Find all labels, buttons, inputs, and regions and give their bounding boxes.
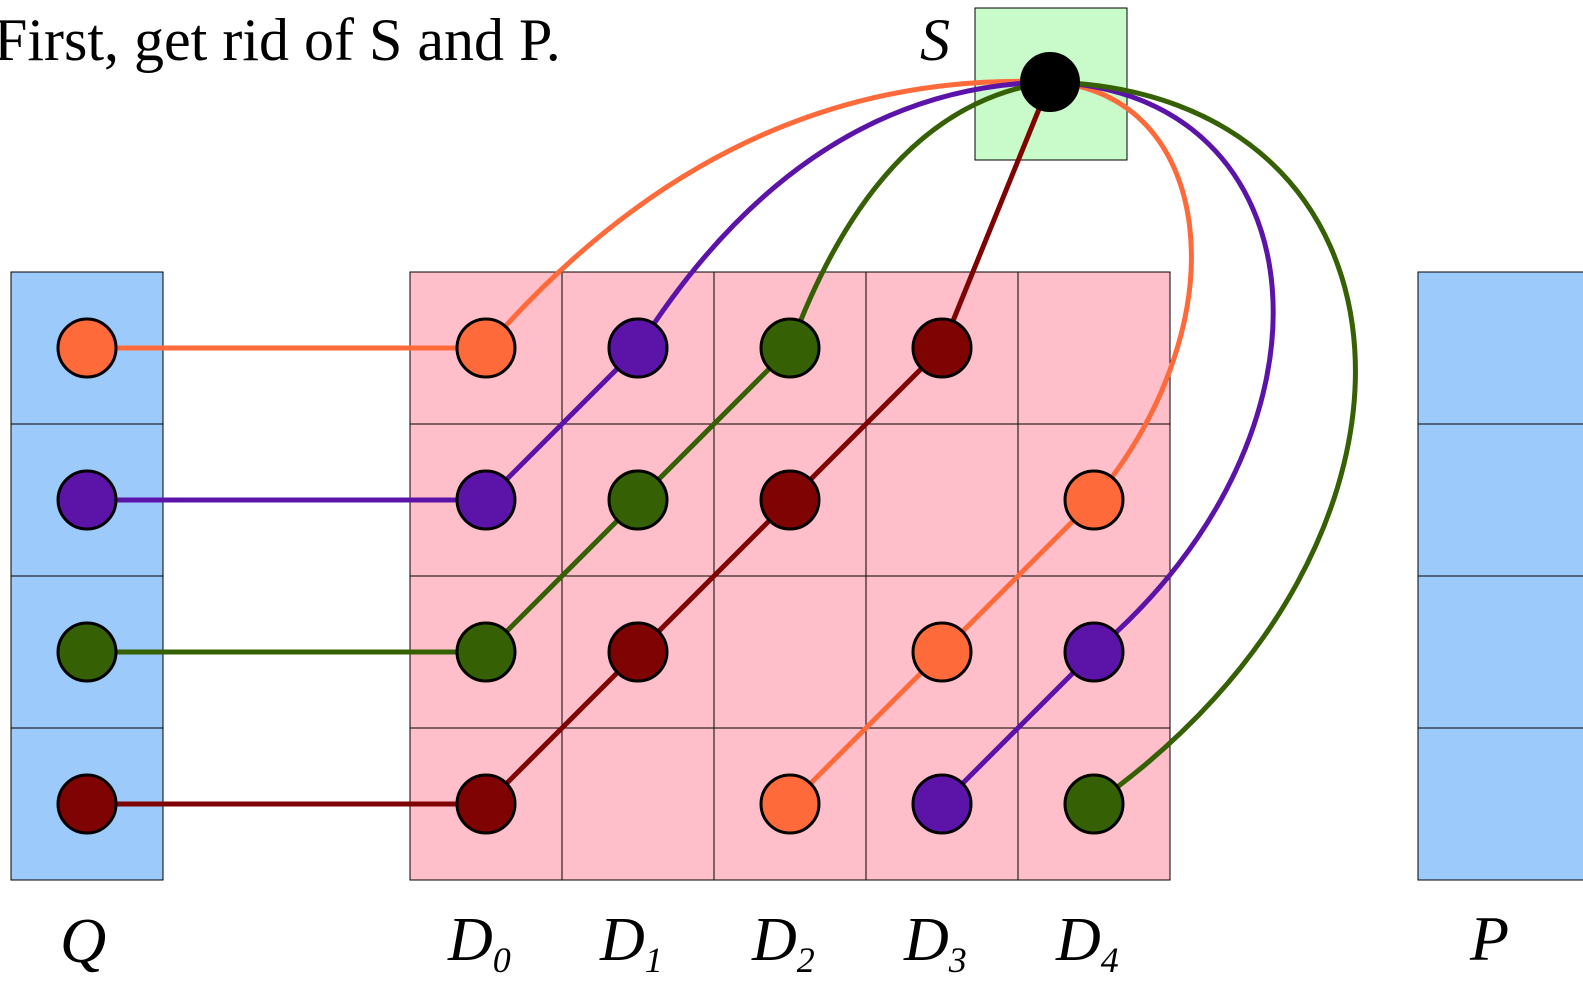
d-node-green bbox=[455, 621, 517, 683]
d-node-red bbox=[455, 773, 517, 835]
d-node-red bbox=[759, 469, 821, 531]
edge-purple bbox=[939, 649, 1097, 807]
q-node-orange bbox=[56, 317, 118, 379]
d-node-green bbox=[759, 317, 821, 379]
q-label: Q bbox=[60, 905, 106, 976]
d-label-sub: 2 bbox=[797, 940, 815, 980]
p-cell bbox=[1417, 271, 1583, 425]
p-cell bbox=[1417, 575, 1583, 729]
d-node-orange bbox=[911, 621, 973, 683]
d-label-base: D bbox=[1055, 906, 1101, 974]
d-node-red bbox=[911, 317, 973, 379]
d-node-green bbox=[607, 469, 669, 531]
d-label-3: D3 bbox=[903, 906, 967, 980]
edge-s-green bbox=[1047, 79, 1358, 807]
p-cell bbox=[1417, 727, 1583, 881]
d-node-purple bbox=[607, 317, 669, 379]
d-node-orange bbox=[1063, 469, 1125, 531]
d-label-0: D0 bbox=[447, 906, 511, 980]
d-label-1: D1 bbox=[599, 906, 663, 980]
d-label-sub: 1 bbox=[645, 940, 663, 980]
d-label-base: D bbox=[751, 906, 797, 974]
headline: First, get rid of S and P. bbox=[0, 7, 561, 73]
d-node-orange bbox=[455, 317, 517, 379]
d-node-green bbox=[1063, 773, 1125, 835]
p-cell bbox=[1417, 423, 1583, 577]
d-node-orange bbox=[759, 773, 821, 835]
d-cell bbox=[865, 423, 1019, 577]
d-label-sub: 0 bbox=[493, 940, 511, 980]
p-column bbox=[1417, 271, 1583, 881]
edge-s-red bbox=[939, 79, 1053, 351]
d-label-base: D bbox=[447, 906, 493, 974]
p-label: P bbox=[1469, 903, 1509, 974]
d-label-sub: 4 bbox=[1101, 940, 1119, 980]
nodes bbox=[56, 317, 1125, 835]
d-label-base: D bbox=[599, 906, 645, 974]
edge-red bbox=[483, 649, 641, 807]
d-label-4: D4 bbox=[1055, 906, 1119, 980]
d-label-2: D2 bbox=[751, 906, 815, 980]
edge-purple bbox=[483, 345, 641, 503]
q-node-red bbox=[56, 773, 118, 835]
edge-orange bbox=[787, 649, 945, 807]
d-cell bbox=[561, 727, 715, 881]
d-cell bbox=[713, 575, 867, 729]
s-label: S bbox=[920, 7, 950, 73]
edge-red bbox=[787, 345, 945, 503]
q-node-green bbox=[56, 621, 118, 683]
edge-s-purple bbox=[1047, 79, 1276, 655]
d-node-purple bbox=[1063, 621, 1125, 683]
edge-red bbox=[635, 497, 793, 655]
d-label-sub: 3 bbox=[948, 940, 967, 980]
d-cell bbox=[1017, 271, 1171, 425]
edge-green bbox=[483, 497, 641, 655]
edge-s-green bbox=[787, 79, 1053, 351]
edge-orange bbox=[939, 497, 1097, 655]
d-node-purple bbox=[911, 773, 973, 835]
s-node bbox=[1020, 52, 1080, 112]
d-label-base: D bbox=[903, 906, 949, 974]
edge-green bbox=[635, 345, 793, 503]
edge-s-orange bbox=[1047, 79, 1194, 503]
edges bbox=[96, 78, 1358, 807]
edge-s-purple bbox=[635, 79, 1053, 351]
q-node-purple bbox=[56, 469, 118, 531]
d-node-purple bbox=[455, 469, 517, 531]
edge-s-orange bbox=[483, 78, 1053, 351]
d-node-red bbox=[607, 621, 669, 683]
